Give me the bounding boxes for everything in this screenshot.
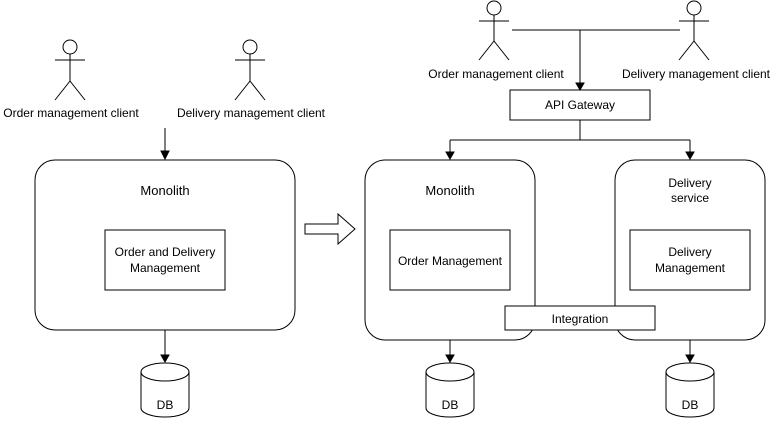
order-delivery-label-line2: Management [130, 261, 201, 275]
actor-delivery-client-right [678, 0, 710, 61]
delivery-service-title-line1: Delivery [668, 176, 711, 190]
actor-label-delivery-left: Delivery management client [177, 106, 326, 120]
connector-gateway-to-services [445, 120, 695, 161]
monolith-title-left: Monolith [140, 183, 189, 198]
connector-clients-to-monolith [160, 128, 170, 161]
delivery-management-label-line1: Delivery [668, 245, 711, 259]
integration-label: Integration [552, 312, 609, 326]
actor-order-client-left [54, 39, 86, 101]
order-management-label: Order Management [398, 254, 503, 268]
connector-delivery-to-db [685, 340, 695, 364]
actor-label-delivery-right: Delivery management client [622, 67, 771, 81]
order-delivery-component [104, 229, 226, 291]
transition-arrow [304, 212, 356, 246]
order-delivery-label-line1: Order and Delivery [115, 245, 216, 259]
delivery-service-title-line2: service [671, 191, 709, 205]
connector-clients-to-gateway [512, 29, 680, 92]
delivery-management-label-line2: Management [655, 261, 726, 275]
order-management-component [389, 229, 511, 291]
actor-label-order-right: Order management client [428, 67, 564, 81]
delivery-management-component [629, 229, 751, 291]
actor-delivery-client-left [234, 39, 266, 101]
connector-monolith-to-db-right [445, 340, 455, 364]
connector-monolith-to-db-left [160, 330, 170, 364]
actor-order-client-right [478, 0, 510, 61]
monolith-title-right: Monolith [425, 183, 474, 198]
database-left [140, 362, 190, 418]
db-label-left: DB [157, 398, 174, 412]
db-label-delivery: DB [682, 398, 699, 412]
integration-box [504, 305, 656, 331]
db-label-monolith-right: DB [442, 398, 459, 412]
api-gateway-label: API Gateway [545, 98, 615, 112]
database-monolith-right [425, 362, 475, 418]
database-delivery [665, 362, 715, 418]
actor-label-order-left: Order management client [3, 106, 139, 120]
